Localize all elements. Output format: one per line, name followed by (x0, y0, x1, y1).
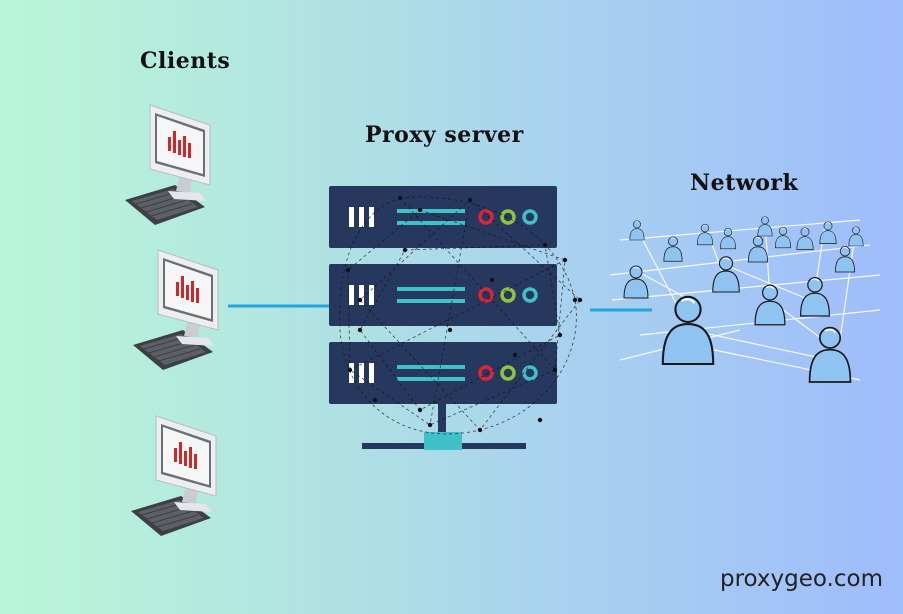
network-people-icon (609, 216, 881, 383)
network-label: Network (690, 170, 799, 196)
proxy-server-label: Proxy server (365, 122, 524, 148)
watermark-text: proxygeo.com (720, 566, 883, 592)
clients-label: Clients (140, 48, 231, 74)
client-computer-3-icon (130, 415, 217, 537)
client-computer-1-icon (124, 104, 211, 226)
client-computer-2-icon (132, 249, 219, 371)
proxy-server-icon (327, 184, 583, 450)
